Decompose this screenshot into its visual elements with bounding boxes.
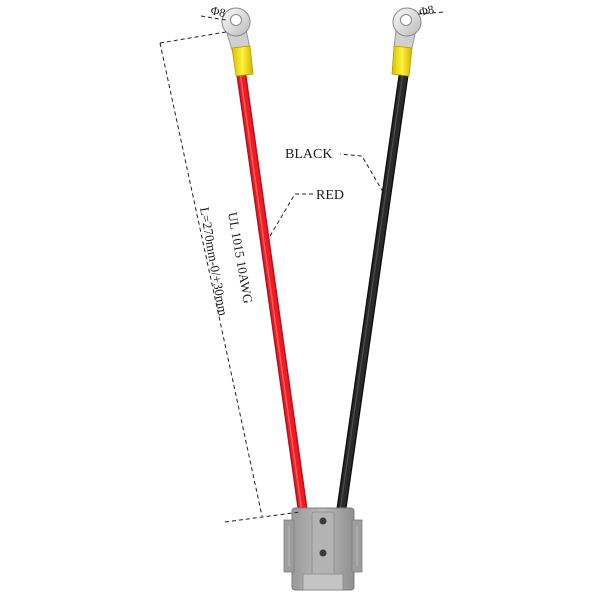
black-wire (336, 67, 409, 517)
left-yellow-sleeve (231, 45, 254, 77)
right-diameter-label: Φ8 (418, 2, 435, 19)
left-ring-terminal (221, 7, 251, 51)
red-wire-label: RED (316, 188, 344, 203)
wire-spec-label: UL 1015 10AWG (225, 211, 256, 305)
length-label: L=270mm-0/+30mm (197, 206, 231, 317)
callout-lines (200, 11, 445, 237)
left-diameter-label: Φ8 (209, 3, 226, 20)
right-ring-terminal (392, 7, 422, 49)
red-wire (236, 67, 308, 517)
anderson-connector (283, 507, 363, 591)
dimension-lines (159, 31, 301, 523)
right-yellow-sleeve (391, 45, 413, 77)
black-wire-label: BLACK (285, 147, 332, 162)
